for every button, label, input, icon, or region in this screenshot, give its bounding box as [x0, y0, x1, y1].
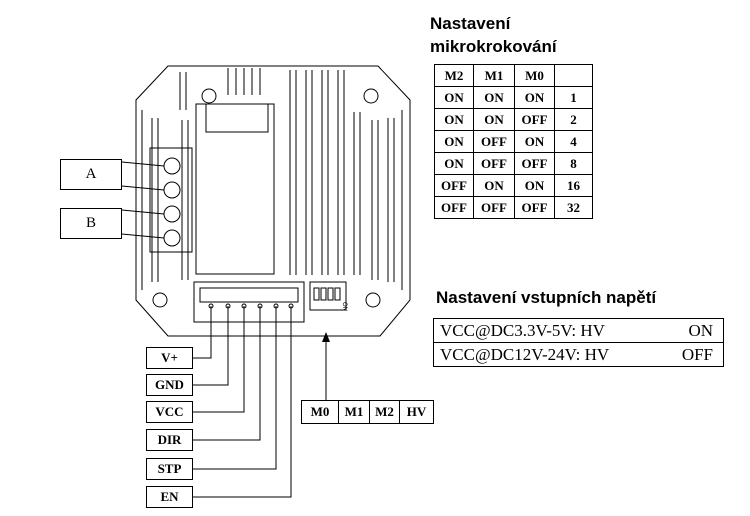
table-cell: ON: [514, 86, 555, 109]
voltage-table: VCC@DC3.3V-5V: HV ON VCC@DC12V-24V: HV O…: [433, 318, 724, 367]
mounting-hole: [365, 292, 381, 308]
dip-label-m2: M2: [369, 400, 400, 424]
voltage-label: VCC@DC12V-24V: HV: [440, 344, 610, 364]
table-cell: 1: [554, 86, 593, 109]
table-cell: ON: [514, 130, 555, 153]
microstep-row: ON ON OFF 2: [434, 108, 593, 131]
coil-a-box: A: [60, 159, 122, 190]
table-cell: ON: [473, 86, 515, 109]
pin-label-gnd: GND: [146, 374, 193, 396]
table-cell: OFF: [473, 130, 515, 153]
table-cell: ON: [434, 108, 474, 131]
pin-label-dir: DIR: [146, 429, 193, 451]
mounting-hole: [152, 292, 168, 308]
microstep-title-line2: mikrokrokování: [430, 37, 557, 56]
signal-connector: [193, 281, 305, 323]
table-cell: OFF: [473, 196, 515, 219]
table-cell: ON: [514, 174, 555, 197]
pin-label-stp: STP: [146, 458, 193, 480]
voltage-title: Nastavení vstupních napětí: [436, 288, 657, 307]
coil-b-box: B: [60, 208, 122, 239]
table-cell: OFF: [514, 196, 555, 219]
microstep-table: M2 M1 M0 ON ON ON 1 ON ON OFF 2 ON OFF O…: [434, 64, 593, 219]
microstep-row: ON OFF ON 4: [434, 130, 593, 153]
voltage-label: VCC@DC3.3V-5V: HV: [440, 320, 605, 340]
header-cell: [554, 64, 593, 87]
terminal-screw: [163, 229, 181, 247]
microstep-row: OFF ON ON 16: [434, 174, 593, 197]
arrow-icon: [322, 332, 330, 342]
table-cell: 2: [554, 108, 593, 131]
connector-pins: [208, 303, 294, 309]
table-cell: 8: [554, 152, 593, 175]
heatsink-top: [179, 68, 361, 275]
table-cell: OFF: [514, 152, 555, 175]
heatsink-left: [141, 110, 189, 290]
board-outline: [135, 65, 411, 337]
heatsink-right: [371, 110, 403, 290]
table-cell: OFF: [514, 108, 555, 131]
dip-label-m0: M0: [301, 400, 339, 424]
dip-label-m1: M1: [338, 400, 370, 424]
microstep-row: ON ON ON 1: [434, 86, 593, 109]
microstep-row: OFF OFF OFF 32: [434, 196, 593, 219]
table-cell: 16: [554, 174, 593, 197]
terminal-screw: [163, 205, 181, 223]
voltage-value: ON: [688, 320, 713, 340]
dip-label-hv: HV: [399, 400, 434, 424]
table-cell: OFF: [434, 174, 474, 197]
table-cell: 4: [554, 130, 593, 153]
microstep-title-line1: Nastavení: [430, 14, 511, 33]
voltage-cell: VCC@DC12V-24V: HV OFF: [433, 342, 724, 367]
header-cell: M1: [473, 64, 515, 87]
table-cell: ON: [473, 108, 515, 131]
pin-label-en: EN: [146, 486, 193, 508]
voltage-cell: VCC@DC3.3V-5V: HV ON: [433, 318, 724, 343]
center-block: [195, 103, 275, 275]
mounting-hole: [363, 88, 379, 104]
pin-label-vplus: V+: [146, 347, 193, 369]
table-cell: ON: [473, 174, 515, 197]
table-cell: OFF: [473, 152, 515, 175]
mounting-hole: [201, 88, 217, 104]
voltage-value: OFF: [681, 344, 713, 364]
pin-label-vcc: VCC: [146, 401, 193, 423]
terminal-screw: [163, 181, 181, 199]
terminal-screw: [163, 157, 181, 175]
microstep-row: ON OFF OFF 8: [434, 152, 593, 175]
microstep-header-row: M2 M1 M0: [434, 64, 593, 87]
header-cell: M2: [434, 64, 474, 87]
dip-switch-body: [309, 281, 347, 311]
header-cell: M0: [514, 64, 555, 87]
table-cell: ON: [434, 130, 474, 153]
table-cell: OFF: [434, 196, 474, 219]
table-cell: ON: [434, 86, 474, 109]
table-cell: ON: [434, 152, 474, 175]
dip-switch-marking: ON: [341, 302, 347, 311]
motor-terminal-block: [149, 147, 193, 253]
voltage-row: VCC@DC3.3V-5V: HV ON: [433, 318, 724, 343]
table-cell: 32: [554, 196, 593, 219]
microstep-title: Nastavení mikrokrokování: [430, 12, 630, 58]
voltage-row: VCC@DC12V-24V: HV OFF: [433, 342, 724, 367]
center-window: [205, 103, 269, 133]
